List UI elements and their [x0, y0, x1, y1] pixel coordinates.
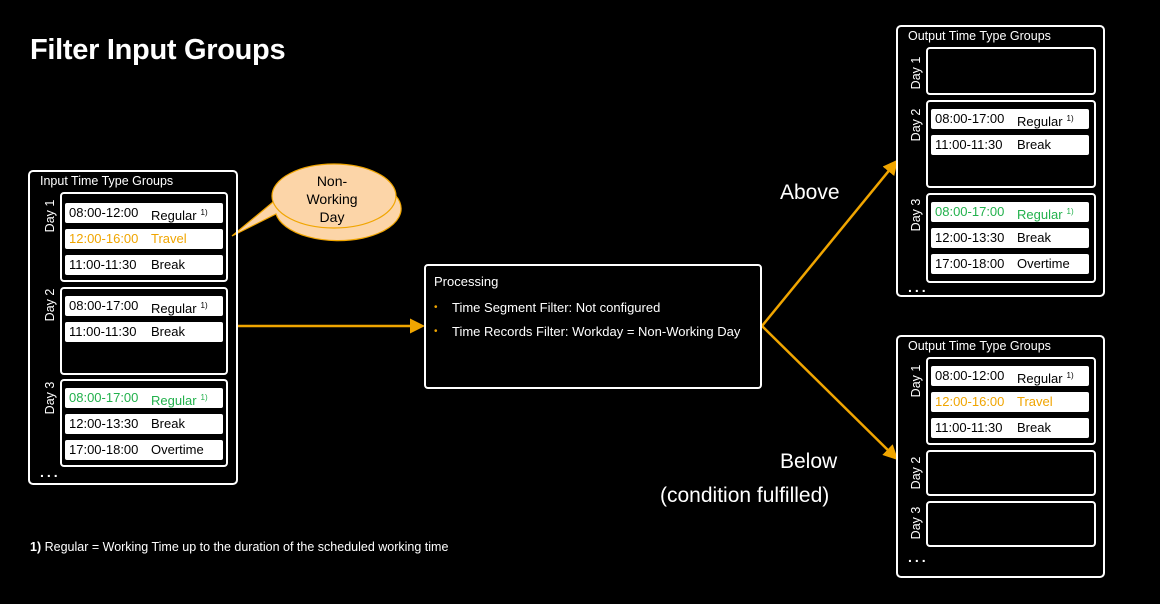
arrow-to-below: [761, 325, 899, 461]
group-title: Output Time Type Groups: [908, 339, 1051, 353]
arrow-to-above: [761, 159, 898, 327]
bullet-icon: •: [434, 326, 438, 337]
input-group-box: Input Time Type Groups Day 1 08:00-12:00…: [28, 170, 238, 485]
ellipsis: ...: [908, 549, 929, 565]
ellipsis: ...: [908, 279, 929, 295]
day-label: Day 2: [909, 108, 923, 142]
day-box: [926, 501, 1096, 547]
processing-title: Processing: [434, 274, 499, 289]
branch-label-above: Above: [780, 181, 840, 204]
bullet-icon: •: [434, 302, 438, 313]
footnote: 1) Regular = Working Time up to the dura…: [30, 540, 448, 554]
output-group-above-box: Output Time Type Groups Day 1 Day 2 08:0…: [896, 25, 1105, 297]
day-label: Day 1: [909, 364, 923, 398]
day-label: Day 3: [909, 506, 923, 540]
day-box: [926, 47, 1096, 95]
callout-line: Non-: [316, 173, 348, 189]
day-label: Day 3: [909, 198, 923, 232]
callout-line: Day: [319, 209, 345, 225]
day-box: [926, 450, 1096, 496]
group-title: Output Time Type Groups: [908, 29, 1051, 43]
day-label: Day 1: [909, 56, 923, 90]
output-group-below-box: Output Time Type Groups Day 1 08:00-12:0…: [896, 335, 1105, 578]
page-title: Filter Input Groups: [30, 34, 286, 66]
footnote-text: Regular = Working Time up to the duratio…: [41, 540, 449, 554]
callout-ellipse: [271, 163, 397, 229]
callout-non-working-day: Non- Working Day: [296, 172, 368, 226]
day-label: Day 2: [43, 288, 57, 322]
group-title: Input Time Type Groups: [40, 174, 174, 188]
branch-label-below: Below: [780, 450, 838, 473]
footnote-marker: 1): [30, 540, 42, 554]
ellipsis: ...: [40, 464, 61, 480]
day-label: Day 1: [43, 199, 57, 233]
branch-label-condition: (condition fulfilled): [660, 484, 830, 507]
processing-box: Processing • Time Segment Filter: Not co…: [424, 264, 762, 389]
callout-line: Working: [306, 191, 358, 207]
day-label: Day 3: [43, 381, 57, 415]
